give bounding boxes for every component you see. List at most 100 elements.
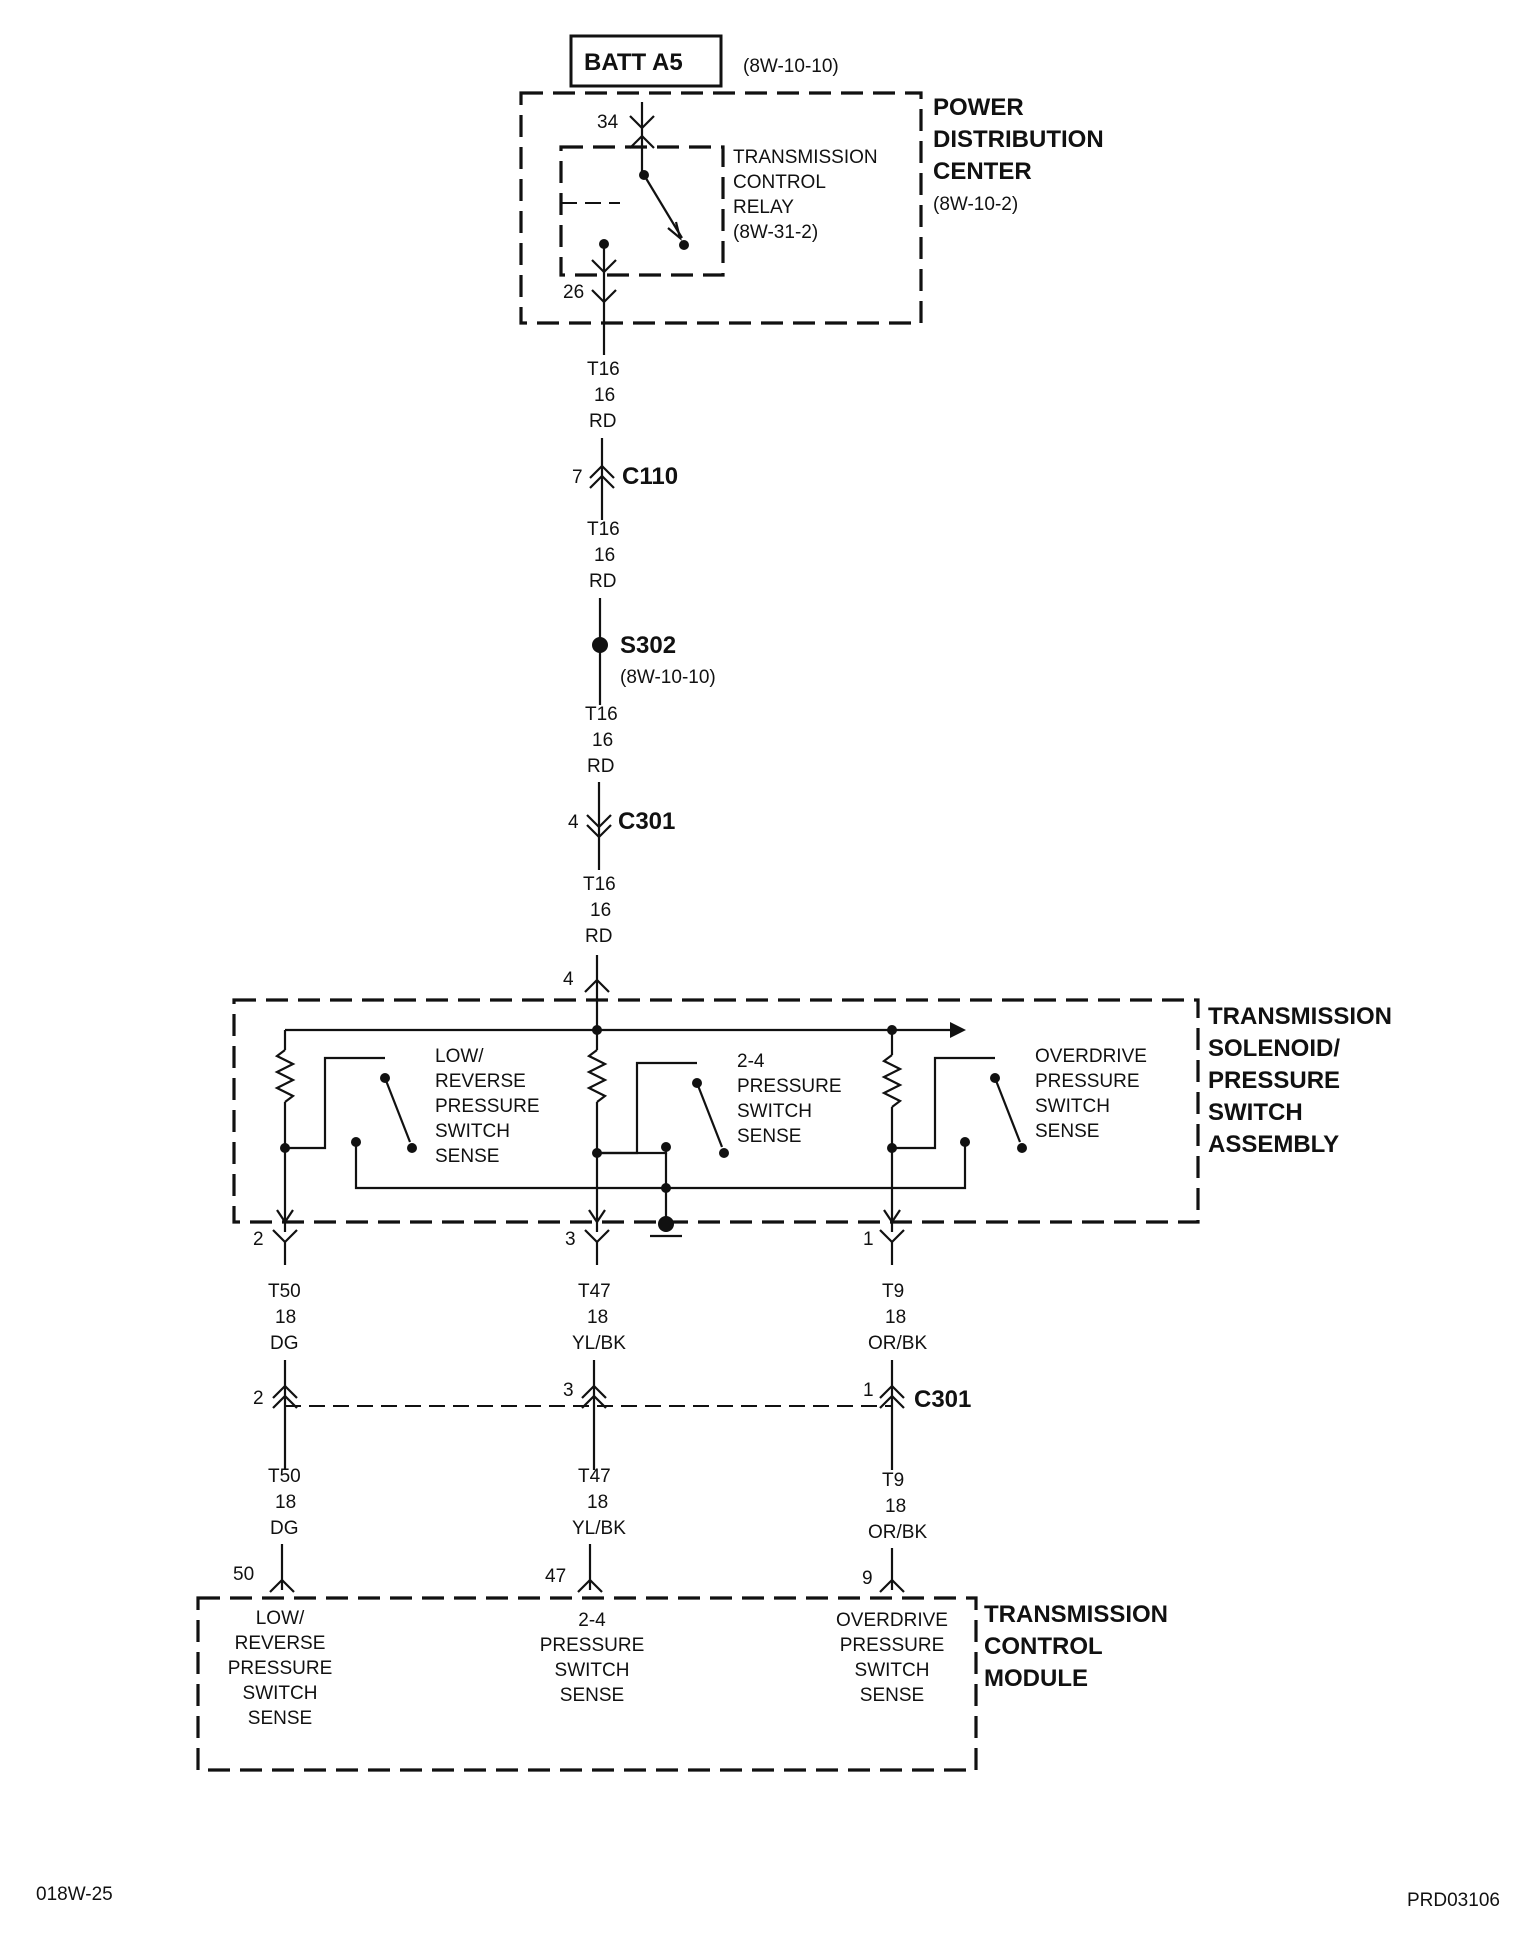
output-branch-2	[584, 1229, 610, 1265]
wire-circuit-1: T16	[587, 359, 620, 380]
pdc-title-3: CENTER	[933, 158, 1032, 185]
assembly-sw2-label-2: PRESSURE	[737, 1076, 842, 1097]
pdc-ref: (8W-10-2)	[933, 194, 1018, 215]
out-color-2: YL/BK	[572, 1333, 626, 1354]
switch-group-overdrive	[881, 1030, 1027, 1232]
relay-label-1: TRANSMISSION	[733, 147, 878, 168]
assembly-title-3: PRESSURE	[1208, 1067, 1340, 1094]
pdc-title-2: DISTRIBUTION	[933, 126, 1104, 153]
tcm-in1-label-1: LOW/	[256, 1608, 305, 1629]
c301-bottom-label: C301	[914, 1386, 971, 1413]
wire-gauge-3: 16	[592, 730, 613, 751]
wire-color-3: RD	[587, 756, 614, 777]
tcm-in1-label-4: SWITCH	[243, 1683, 318, 1704]
out-circuit-2: T47	[578, 1281, 611, 1302]
wire-gauge-4: 16	[590, 900, 611, 921]
batt-label: BATT A5	[584, 49, 683, 76]
assembly-boundary	[232, 998, 1200, 1224]
c301-top-label: C301	[618, 808, 675, 835]
tcm-title-1: TRANSMISSION	[984, 1601, 1168, 1628]
wire-circuit-2: T16	[587, 519, 620, 540]
pdc-title-1: POWER	[933, 94, 1024, 121]
wire-gauge-1: 16	[594, 385, 615, 406]
relay-label-3: RELAY	[733, 197, 794, 218]
tcm-pin-9: 9	[862, 1568, 873, 1589]
wire-circuit-3: T16	[585, 704, 618, 725]
c301-top-pin: 4	[568, 812, 579, 833]
assembly-sw1-label-1: LOW/	[435, 1046, 484, 1067]
relay-pin-out: 26	[563, 282, 584, 303]
assembly-sw1-label-4: SWITCH	[435, 1121, 510, 1142]
assembly-sw3-label-1: OVERDRIVE	[1035, 1046, 1147, 1067]
wire-circuit-4: T16	[583, 874, 616, 895]
tcm-in2-label-3: SWITCH	[555, 1660, 630, 1681]
pdc-boundary	[519, 91, 923, 325]
assembly-sw2-label-4: SENSE	[737, 1126, 801, 1147]
tcm-in1-label-2: REVERSE	[235, 1633, 326, 1654]
relay-pin-in: 34	[597, 112, 619, 133]
out-gauge-1: 18	[275, 1307, 296, 1328]
c301-pin-2: 3	[563, 1380, 574, 1401]
assembly-sw3-label-3: SWITCH	[1035, 1096, 1110, 1117]
switch-group-low-reverse	[274, 1030, 967, 1232]
assembly-pin-in: 4	[563, 969, 574, 990]
tcm-boundary	[196, 1596, 978, 1772]
tcm-in3-label-1: OVERDRIVE	[836, 1610, 948, 1631]
tcm-in3-label-4: SENSE	[860, 1685, 924, 1706]
tcm-pin-50: 50	[233, 1564, 254, 1585]
assembly-sw1-label-2: REVERSE	[435, 1071, 526, 1092]
tcm-title-2: CONTROL	[984, 1633, 1103, 1660]
tcm-in2-label-4: SENSE	[560, 1685, 624, 1706]
lower-gauge-3: 18	[885, 1496, 906, 1517]
c301-pin-3: 1	[863, 1380, 874, 1401]
tcm-pin-47: 47	[545, 1566, 566, 1587]
s302-ref: (8W-10-10)	[620, 667, 716, 688]
c301-pin-1: 2	[253, 1388, 264, 1409]
lower-circuit-3: T9	[882, 1470, 904, 1491]
out-circuit-1: T50	[268, 1281, 301, 1302]
out-pin-1: 2	[253, 1229, 264, 1250]
lower-circuit-1: T50	[268, 1466, 301, 1487]
out-circuit-3: T9	[882, 1281, 904, 1302]
tcm-in3-label-3: SWITCH	[855, 1660, 930, 1681]
tcm-in3-label-2: PRESSURE	[840, 1635, 945, 1656]
assembly-sw2-label-1: 2-4	[737, 1051, 765, 1072]
s302-splice	[592, 637, 608, 653]
assembly-title-1: TRANSMISSION	[1208, 1003, 1392, 1030]
out-gauge-3: 18	[885, 1307, 906, 1328]
tcm-in2-label-1: 2-4	[578, 1610, 606, 1631]
lower-gauge-1: 18	[275, 1492, 296, 1513]
assembly-sw1-label-3: PRESSURE	[435, 1096, 540, 1117]
lower-gauge-2: 18	[587, 1492, 608, 1513]
s302-label: S302	[620, 632, 676, 659]
lower-circuit-2: T47	[578, 1466, 611, 1487]
c301-top-connector	[586, 814, 612, 829]
relay-label-2: CONTROL	[733, 172, 826, 193]
lower-color-1: DG	[270, 1518, 299, 1539]
tcm-title-3: MODULE	[984, 1665, 1088, 1692]
assembly-title-5: ASSEMBLY	[1208, 1131, 1339, 1158]
batt-box	[569, 34, 723, 88]
wire-color-1: RD	[589, 411, 616, 432]
footer-left-code: 018W-25	[36, 1884, 113, 1905]
relay-ref: (8W-31-2)	[733, 222, 818, 243]
relay-switch	[591, 102, 689, 330]
assembly-pin-in-connector	[584, 978, 610, 993]
c110-connector	[589, 464, 615, 479]
tcm-in1-label-3: PRESSURE	[228, 1658, 333, 1679]
tcm-in1-label-5: SENSE	[248, 1708, 312, 1729]
assembly-sw1-label-5: SENSE	[435, 1146, 499, 1167]
tcm-in2-label-2: PRESSURE	[540, 1635, 645, 1656]
out-color-3: OR/BK	[868, 1333, 927, 1354]
lower-color-3: OR/BK	[868, 1522, 927, 1543]
c110-label: C110	[622, 463, 678, 490]
assembly-sw3-label-2: PRESSURE	[1035, 1071, 1140, 1092]
wire-color-2: RD	[589, 571, 616, 592]
output-branch-1	[272, 1229, 298, 1265]
out-pin-2: 3	[565, 1229, 576, 1250]
out-color-1: DG	[270, 1333, 299, 1354]
wire-color-4: RD	[585, 926, 612, 947]
assembly-sw2-label-3: SWITCH	[737, 1101, 812, 1122]
c110-pin: 7	[572, 467, 583, 488]
